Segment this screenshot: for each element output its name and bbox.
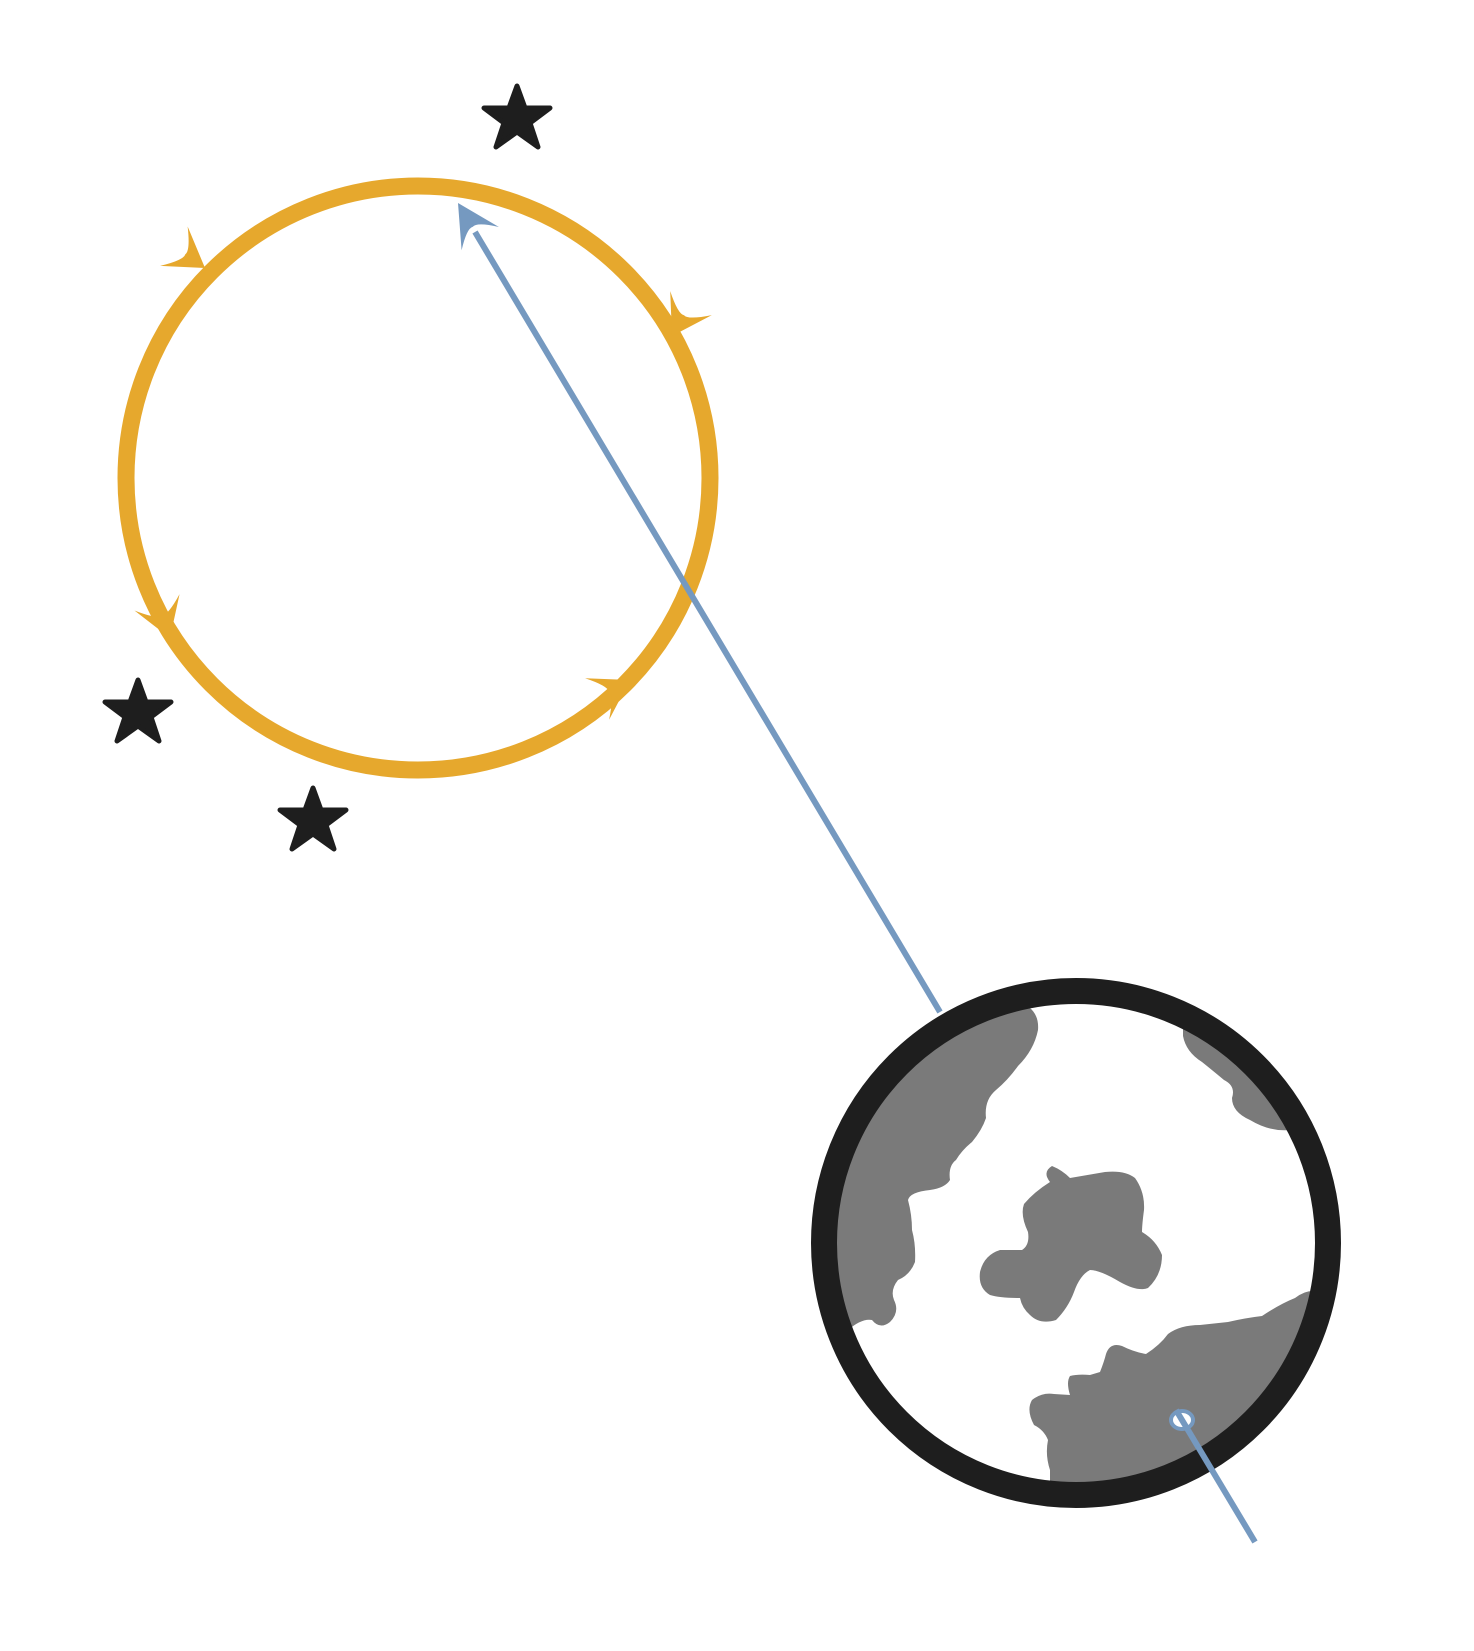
celestial-circle xyxy=(117,177,719,779)
orbit-arrow-right-lower xyxy=(585,678,630,720)
globe-icon xyxy=(811,978,1341,1508)
landmass-center xyxy=(979,1166,1162,1322)
rotation-axis-tail xyxy=(1173,1408,1258,1544)
orbit-arrow-right-upper xyxy=(670,291,712,336)
arrowhead-icon xyxy=(458,203,499,251)
rotation-axis-line xyxy=(472,230,943,1014)
star-icon xyxy=(481,83,553,150)
star-icon xyxy=(102,677,174,744)
planet-outline xyxy=(811,978,1341,1508)
orbit-arrow-left-lower xyxy=(134,594,180,638)
orbit-arrow-top-left xyxy=(160,226,205,268)
star-icon xyxy=(277,785,349,852)
